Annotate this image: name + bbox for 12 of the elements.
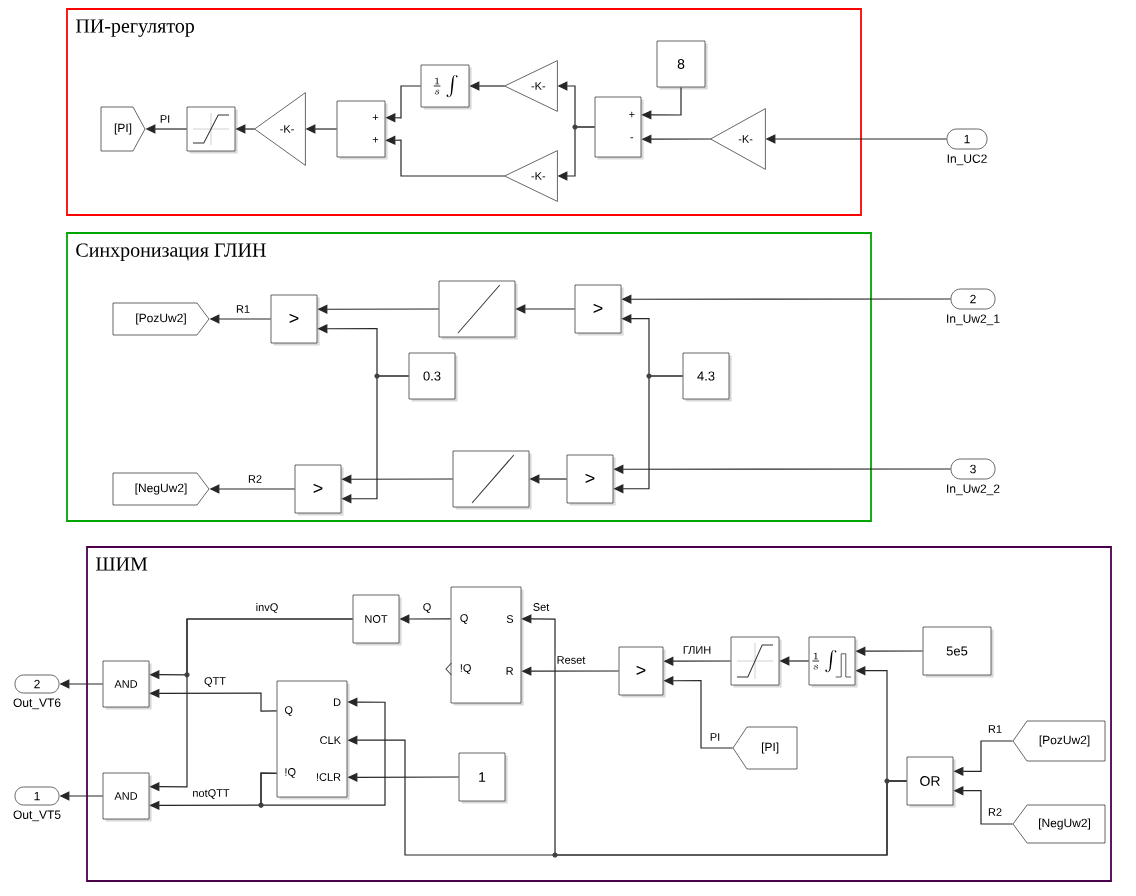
comparator-block: > xyxy=(618,646,666,698)
lookup-block xyxy=(452,450,532,510)
integrator-block: $\frac{1}{s}\int$ xyxy=(420,64,472,110)
comparator-block: > xyxy=(566,454,616,506)
integrator-block: $\frac{1}{s}\int$ xyxy=(808,636,858,688)
comparator-block: > xyxy=(270,294,320,346)
comparator-block: > xyxy=(294,464,344,516)
signal-arrow xyxy=(260,697,386,806)
saturation-block xyxy=(186,106,238,154)
lookup-block xyxy=(438,280,518,340)
saturation-block xyxy=(730,636,782,688)
comparator-block: > xyxy=(574,284,624,336)
